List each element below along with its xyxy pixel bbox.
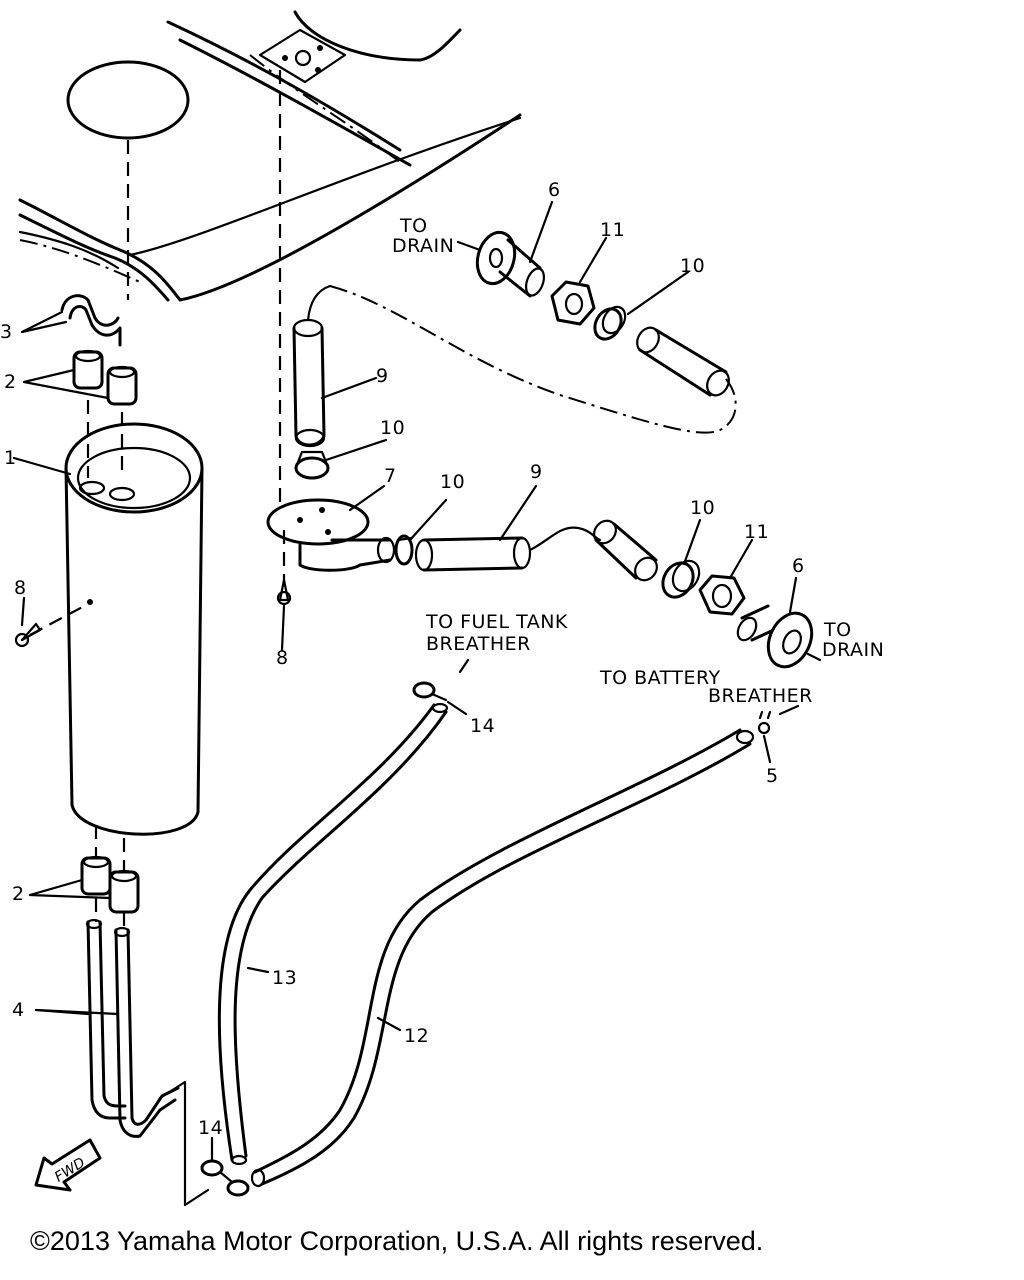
- battery-breather-line1: TO BATTERY: [599, 667, 721, 689]
- screw-8-mid: [276, 530, 292, 606]
- fitting-6-lower: [736, 604, 814, 669]
- callout-14-bottom: 14: [198, 1117, 223, 1139]
- callout-14-mid: 14: [470, 715, 495, 737]
- callout-3: 3: [0, 321, 13, 343]
- tank-1: [64, 422, 204, 836]
- callout-10-c: 10: [440, 471, 465, 493]
- clamp-10-center: [294, 450, 330, 480]
- deck-panel: [18, 10, 522, 302]
- callout-6-bottom: 6: [792, 555, 805, 577]
- callout-11-bottom: 11: [744, 521, 769, 543]
- hose-12: [250, 728, 755, 1188]
- callout-11-top: 11: [600, 219, 625, 241]
- to-drain-top-line1: TO: [399, 215, 428, 237]
- callout-10-b: 10: [380, 417, 405, 439]
- clamp-14-mid: [412, 681, 448, 702]
- pipe-4: [85, 918, 180, 1138]
- callout-8-left: 8: [14, 577, 27, 599]
- copyright-notice: ©2013 Yamaha Motor Corporation, U.S.A. A…: [30, 1226, 764, 1256]
- plate-7: [266, 498, 396, 572]
- callout-2-top: 2: [4, 371, 17, 393]
- to-drain-bottom-line2: DRAIN: [822, 639, 884, 661]
- callout-12: 12: [404, 1025, 429, 1047]
- hose-9-horizontal: [414, 536, 532, 572]
- bushing-2-bottom: [80, 855, 140, 914]
- fwd-arrow-icon: [34, 1138, 102, 1192]
- fuel-tank-breather-line2: BREATHER: [426, 633, 531, 655]
- hose-upper-right: [636, 326, 730, 397]
- clamp-10-upper: [593, 305, 627, 341]
- callout-1: 1: [4, 447, 17, 469]
- clamp-10-outlet: [394, 534, 414, 566]
- callout-8-mid: 8: [276, 647, 289, 669]
- callout-9-top: 9: [376, 365, 389, 387]
- clamp-10-lower-right: [661, 559, 701, 599]
- callout-2-bottom: 2: [12, 883, 25, 905]
- hose-lower-right: [593, 519, 658, 582]
- callout-6-top: 6: [548, 179, 561, 201]
- screw-8-left: [14, 603, 89, 648]
- hose-13: [217, 702, 449, 1166]
- callout-9-mid: 9: [530, 461, 543, 483]
- to-drain-bottom-line1: TO: [823, 619, 852, 641]
- to-drain-top-line2: DRAIN: [392, 235, 454, 257]
- hose-3: [60, 294, 122, 347]
- nut-11-upper: [550, 280, 596, 326]
- battery-breather-line2: BREATHER: [708, 685, 813, 707]
- nut-11-lower: [698, 574, 746, 616]
- callout-4: 4: [12, 999, 25, 1021]
- callout-10-a: 10: [680, 255, 705, 277]
- callout-13: 13: [272, 967, 297, 989]
- parts-diagram: 3 2 1 8 2 4 6 11 10 TO DRAIN 9 10 7 10 9…: [0, 10, 884, 1207]
- leader-lines: [12, 200, 822, 1162]
- fitting-6-upper: [475, 230, 546, 298]
- hose-9-vertical: [292, 318, 326, 448]
- bushing-2-top: [72, 349, 138, 406]
- callout-10-d: 10: [690, 497, 715, 519]
- fitting-5: [757, 710, 772, 735]
- fuel-tank-breather-line1: TO FUEL TANK: [425, 611, 568, 633]
- callout-5: 5: [766, 765, 779, 787]
- callout-7: 7: [384, 465, 397, 487]
